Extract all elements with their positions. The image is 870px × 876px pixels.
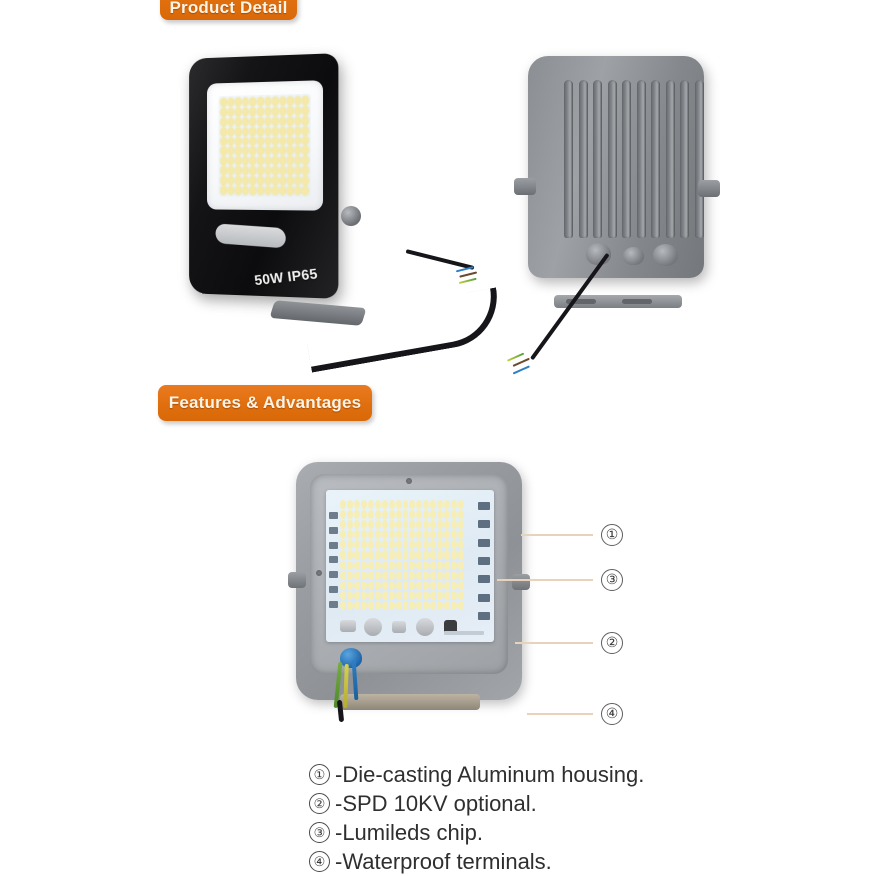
- feature-list-item: ④-Waterproof terminals.: [309, 847, 829, 876]
- product-image-front-view: 50W IP65: [186, 48, 506, 373]
- callout-leader-line: [521, 534, 593, 536]
- feature-item-number: ①: [309, 764, 330, 785]
- power-rating-label: 50W IP65: [253, 265, 319, 289]
- bracket-knob: [341, 206, 361, 226]
- callout-4: ④: [601, 703, 623, 725]
- pivot-ear-left: [514, 178, 536, 195]
- pivot-ear-right-open: [512, 574, 530, 590]
- callout-leader-line: [515, 642, 593, 644]
- pivot-ear-left-open: [288, 572, 306, 588]
- section-banner-product-detail-label: Product Detail: [169, 0, 288, 17]
- led-pcb: [326, 490, 494, 642]
- feature-item-number: ④: [309, 851, 330, 872]
- section-banner-features-label: Features & Advantages: [168, 393, 362, 412]
- lens-panel: [207, 80, 324, 211]
- product-image-back-view: [405, 50, 720, 375]
- screw-icon: [316, 570, 322, 576]
- callout-1: ①: [601, 524, 623, 546]
- aluminium-housing: [296, 462, 522, 723]
- bracket-base: [554, 295, 682, 308]
- pcb-silkscreen: [444, 631, 484, 635]
- feature-list-item: ①-Die-casting Aluminum housing.: [309, 760, 829, 789]
- waterproof-connector: [340, 648, 362, 668]
- callout-2: ②: [601, 632, 623, 654]
- feature-list-item: ③-Lumileds chip.: [309, 818, 829, 847]
- feature-item-label: -Waterproof terminals.: [335, 848, 552, 874]
- driver-chips-right: [478, 502, 490, 620]
- led-array: [218, 93, 311, 198]
- housing-foot: [340, 694, 480, 710]
- housing-bump: [623, 247, 644, 265]
- screw-icon: [406, 478, 412, 484]
- floodlight-body: 50W IP65: [189, 53, 339, 299]
- feature-list-item: ②-SPD 10KV optional.: [309, 789, 829, 818]
- power-cable: [302, 287, 506, 373]
- product-image-open-view: [288, 462, 536, 723]
- feature-item-label: -Lumileds chip.: [335, 819, 483, 845]
- feature-item-number: ②: [309, 793, 330, 814]
- led-array-internal: [340, 500, 464, 610]
- feature-item-label: -Die-casting Aluminum housing.: [335, 761, 645, 787]
- callout-3: ③: [601, 569, 623, 591]
- heat-sink-housing: [528, 56, 704, 278]
- feature-list: ①-Die-casting Aluminum housing.②-SPD 10K…: [309, 760, 829, 876]
- pivot-ear-right: [698, 180, 720, 197]
- section-banner-features: Features & Advantages: [158, 385, 372, 421]
- driver-chips-left: [329, 512, 338, 608]
- feature-item-number: ③: [309, 822, 330, 843]
- callout-leader-line: [497, 579, 593, 581]
- wire-ends-lower: [506, 344, 548, 382]
- housing-bump: [653, 244, 678, 266]
- cooling-fins: [564, 80, 704, 238]
- section-banner-product-detail: Product Detail: [160, 0, 297, 20]
- callout-leader-line: [527, 713, 593, 715]
- pcb-components: [340, 618, 480, 638]
- sensor-slot: [215, 223, 286, 249]
- feature-item-label: -SPD 10KV optional.: [335, 790, 537, 816]
